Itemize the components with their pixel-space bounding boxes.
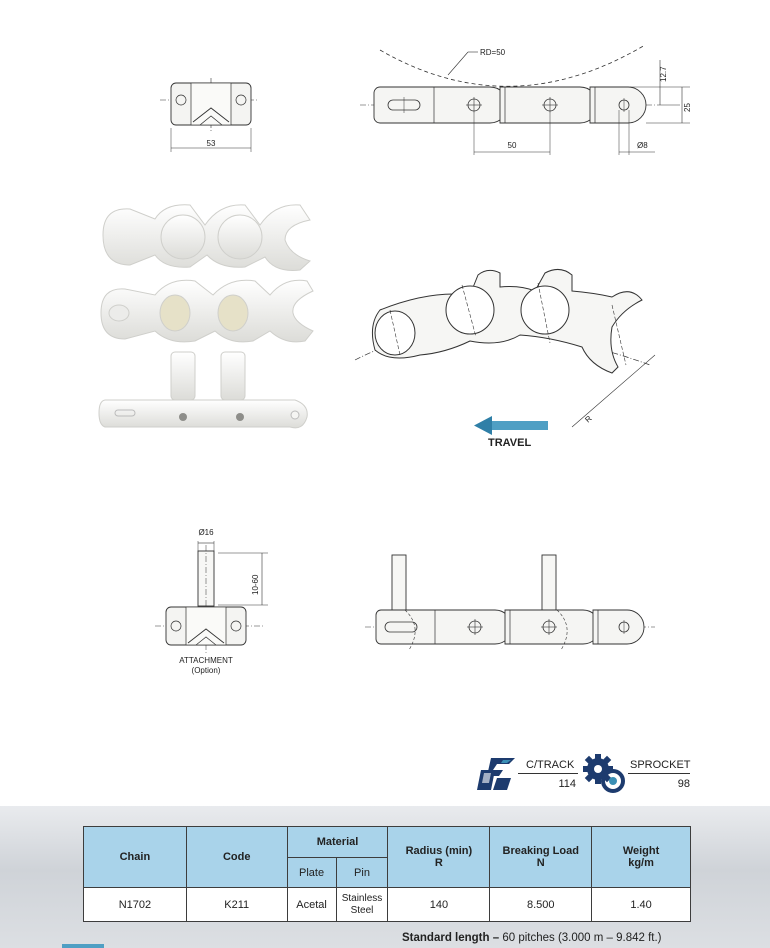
sprocket-divider: [628, 773, 690, 774]
attachment-end-view-drawing: Ø16 10-60: [155, 528, 268, 655]
cell-pin-line2: Steel: [350, 904, 374, 916]
cell-breaking-load: 8.500: [489, 887, 593, 922]
travel-label: TRAVEL: [488, 437, 531, 449]
header-breaking-line1: Breaking Load: [502, 845, 579, 857]
chain-photo-renders: [98, 204, 314, 429]
dim-radius: R: [583, 414, 593, 425]
attachment-side-view-drawing: [365, 554, 655, 651]
ctrack-label: C/TRACK: [526, 759, 575, 771]
cell-chain: N1702: [83, 887, 187, 922]
standard-length-label: Standard length –: [402, 932, 500, 944]
header-radius-line1: Radius (min): [405, 845, 473, 857]
header-plate: Plate: [286, 857, 337, 888]
header-radius: Radius (min) R: [387, 826, 491, 888]
header-weight-line2: kg/m: [628, 857, 654, 869]
header-breaking-line2: N: [536, 857, 545, 869]
curved-chain-drawing: R TRAVEL: [354, 269, 656, 449]
table-row: N1702 K211 Acetal Stainless Steel 140 8.…: [83, 887, 691, 922]
top-right-side-view-drawing: RD=50 50 Ø8 12.7 25: [360, 44, 692, 155]
cell-plate: Acetal: [286, 887, 337, 922]
ctrack-value: 114: [558, 778, 576, 790]
attachment-label: ATTACHMENT (Option): [165, 656, 247, 676]
cell-pin: Stainless Steel: [335, 887, 389, 922]
dim-offset: 12.7: [659, 66, 668, 82]
accent-strip: [62, 944, 104, 948]
cell-radius: 140: [387, 887, 491, 922]
dim-attach-dia: Ø16: [198, 528, 214, 537]
header-pin: Pin: [335, 857, 389, 888]
spec-table: Chain Code Material Radius (min) R Break…: [83, 826, 691, 922]
dim-pitch: 50: [508, 141, 517, 150]
top-left-end-view-drawing: 53: [160, 78, 258, 152]
header-chain: Chain: [83, 826, 187, 888]
dim-attach-len: 10-60: [251, 574, 260, 595]
standard-length-value: 60 pitches (3.000 m – 9.842 ft.): [502, 932, 662, 944]
ctrack-icon: [477, 758, 515, 790]
dim-height: 25: [683, 103, 692, 112]
cell-weight: 1.40: [591, 887, 691, 922]
sprocket-icon: [583, 754, 625, 793]
standard-length-note: Standard length – 60 pitches (3.000 m – …: [402, 932, 662, 944]
dim-width-53: 53: [207, 139, 216, 148]
sprocket-label: SPROCKET: [630, 759, 691, 771]
dim-rd: RD=50: [480, 48, 506, 57]
header-material: Material: [286, 826, 389, 858]
header-weight-line1: Weight: [622, 845, 660, 857]
attachment-label-line1: ATTACHMENT: [179, 656, 233, 665]
header-code: Code: [185, 826, 288, 888]
header-weight: Weight kg/m: [591, 826, 691, 888]
header-breaking-load: Breaking Load N: [489, 826, 593, 888]
cell-code: K211: [185, 887, 288, 922]
attachment-label-line2: (Option): [191, 666, 221, 675]
header-radius-line2: R: [434, 857, 443, 869]
dim-pin-dia: Ø8: [637, 141, 648, 150]
ctrack-divider: [518, 773, 578, 774]
sprocket-value: 98: [677, 778, 690, 790]
cell-pin-line1: Stainless: [341, 892, 383, 904]
